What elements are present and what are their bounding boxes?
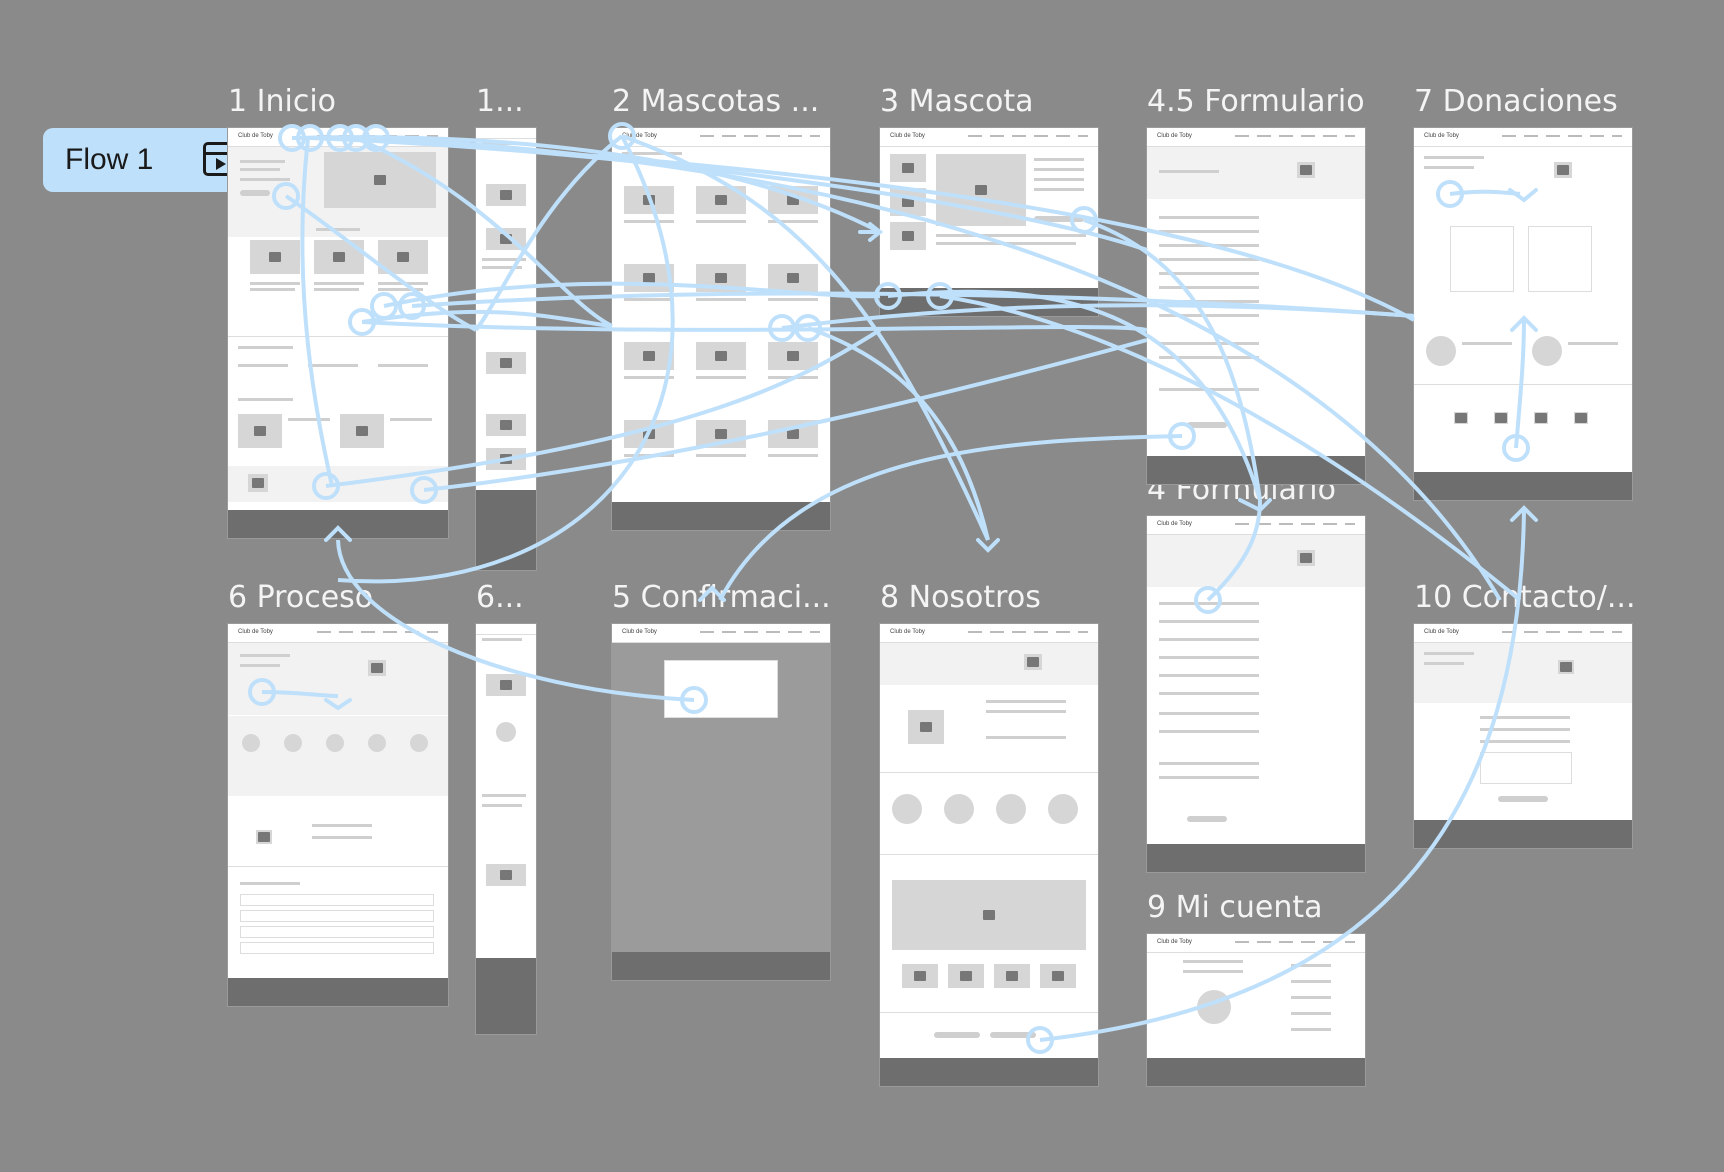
brand-logo[interactable]: Club de Toby — [890, 629, 925, 635]
frame-confirmacion[interactable]: Club de Toby — [612, 624, 830, 980]
frame-title-contacto[interactable]: 10 Contacto/... — [1414, 580, 1636, 615]
brand-logo[interactable]: Club de Toby — [1157, 521, 1192, 527]
flow-label: Flow 1 — [65, 143, 154, 176]
brand-logo[interactable]: Club de Toby — [1424, 133, 1459, 139]
frame-formulario-4-5[interactable]: Club de Toby — [1147, 128, 1365, 484]
brand-logo[interactable]: Club de Toby — [622, 133, 657, 139]
frame-formulario-4[interactable]: Club de Toby — [1147, 516, 1365, 872]
frame-donaciones[interactable]: Club de Toby — [1414, 128, 1632, 500]
confirmation-modal[interactable] — [664, 660, 778, 718]
frame-title-mi-cuenta[interactable]: 9 Mi cuenta — [1147, 890, 1323, 925]
nav-bar: Club de Toby — [228, 128, 448, 147]
brand-logo[interactable]: Club de Toby — [1424, 629, 1459, 635]
brand-logo[interactable]: Club de Toby — [622, 629, 657, 635]
frame-proceso-mobile[interactable] — [476, 624, 536, 1034]
frame-proceso[interactable]: Club de Toby — [228, 624, 448, 1006]
frame-title-donaciones[interactable]: 7 Donaciones — [1414, 84, 1618, 119]
frame-inicio-mobile[interactable] — [476, 128, 536, 570]
frame-contacto[interactable]: Club de Toby — [1414, 624, 1632, 848]
brand-logo[interactable]: Club de Toby — [890, 133, 925, 139]
brand-logo[interactable]: Club de Toby — [238, 133, 273, 139]
frame-title-mascotas[interactable]: 2 Mascotas ... — [612, 84, 820, 119]
frame-title-inicio-mobile[interactable]: 1... — [476, 84, 524, 119]
flow-start-badge[interactable]: Flow 1 — [43, 128, 253, 192]
frame-mascota[interactable]: Club de Toby — [880, 128, 1098, 316]
frame-title-formulario-4-5[interactable]: 4.5 Formulario — [1147, 84, 1365, 119]
frame-mi-cuenta[interactable]: Club de Toby — [1147, 934, 1365, 1086]
frame-nosotros[interactable]: Club de Toby — [880, 624, 1098, 1086]
frame-title-proceso-mobile[interactable]: 6... — [476, 580, 524, 615]
frame-title-confirmacion[interactable]: 5 Confirmaci... — [612, 580, 831, 615]
frame-title-inicio[interactable]: 1 Inicio — [228, 84, 337, 119]
brand-logo[interactable]: Club de Toby — [238, 629, 273, 635]
frame-title-nosotros[interactable]: 8 Nosotros — [880, 580, 1041, 615]
frame-mascotas[interactable]: Club de Toby — [612, 128, 830, 530]
frame-title-proceso[interactable]: 6 Proceso — [228, 580, 374, 615]
brand-logo[interactable]: Club de Toby — [1157, 939, 1192, 945]
brand-logo[interactable]: Club de Toby — [1157, 133, 1192, 139]
frame-title-mascota[interactable]: 3 Mascota — [880, 84, 1034, 119]
frame-inicio[interactable]: Club de Toby — [228, 128, 448, 538]
